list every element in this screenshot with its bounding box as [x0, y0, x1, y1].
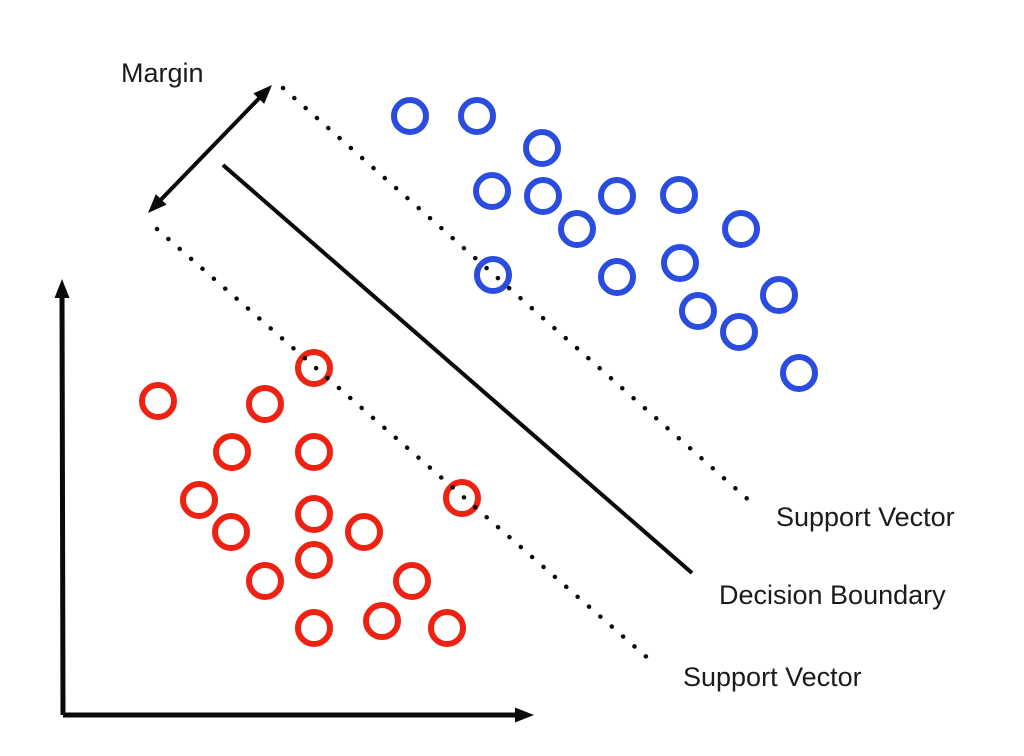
red-data-point: [295, 495, 333, 533]
red-data-point: [295, 541, 333, 579]
red-data-point: [428, 609, 466, 647]
blue-data-point: [558, 210, 596, 248]
blue-data-point: [679, 292, 717, 330]
support-vector-label-bottom: Support Vector: [683, 662, 862, 692]
red-data-point: [212, 513, 250, 551]
red-data-point: [213, 433, 251, 471]
margin-arrow: [154, 92, 266, 206]
red-data-point: [246, 562, 284, 600]
red-data-point: [393, 562, 431, 600]
y-axis-arrowhead: [54, 279, 70, 298]
support-vector-line-lower: [154, 226, 653, 663]
blue-data-point: [523, 129, 561, 167]
margin-arrowhead-lower: [148, 194, 167, 213]
red-data-point: [246, 385, 284, 423]
blue-data-point: [391, 97, 429, 135]
blue-data-point: [458, 97, 496, 135]
blue-data-point: [720, 313, 758, 351]
blue-data-point: [524, 177, 562, 215]
margin-arrowhead-upper: [253, 85, 272, 104]
x-axis-arrowhead: [515, 707, 534, 723]
support-vector-line-upper: [280, 85, 755, 506]
support-vector-label-top: Support Vector: [776, 502, 955, 532]
red-data-point: [139, 382, 177, 420]
blue-data-point: [661, 244, 699, 282]
red-data-point: [295, 609, 333, 647]
blue-data-point: [598, 258, 636, 296]
blue-data-point: [598, 177, 636, 215]
y-axis: [59, 292, 66, 716]
margin-label: Margin: [121, 58, 204, 88]
red-data-point: [443, 479, 481, 517]
blue-data-point: [660, 176, 698, 214]
blue-data-point: [760, 276, 798, 314]
red-data-point: [363, 602, 401, 640]
red-data-point: [295, 433, 333, 471]
blue-data-point: [474, 256, 512, 294]
red-data-point: [295, 349, 333, 387]
blue-data-point: [780, 354, 818, 392]
blue-data-point: [722, 210, 760, 248]
red-data-point: [345, 513, 383, 551]
blue-data-point: [473, 172, 511, 210]
decision-boundary-label: Decision Boundary: [719, 580, 946, 610]
red-data-point: [180, 481, 218, 519]
decision-boundary-line: [221, 163, 694, 575]
